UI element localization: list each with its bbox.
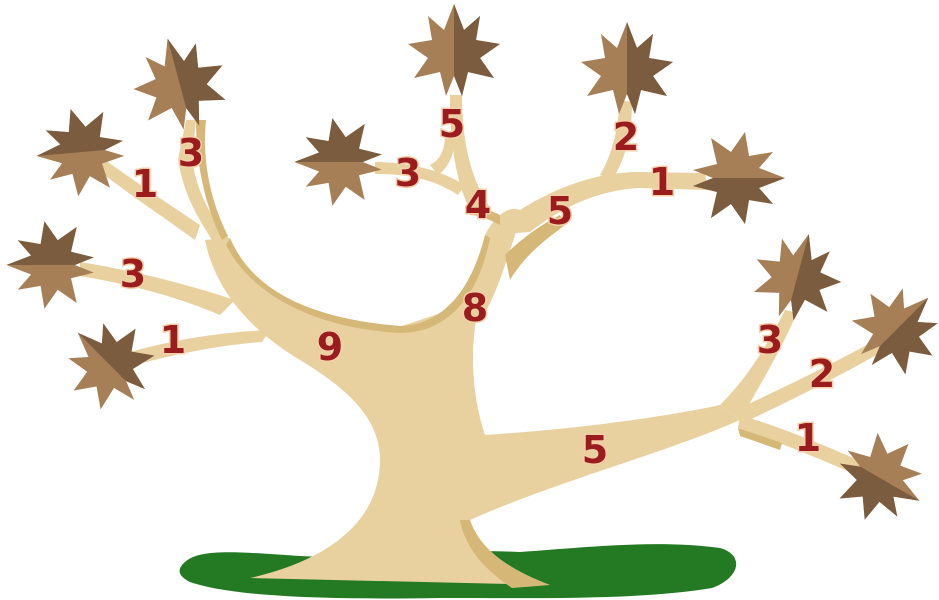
- leaf-left-top: [123, 27, 236, 140]
- label-top-right-side: 1: [649, 160, 675, 204]
- leaf-top-center: [408, 4, 500, 96]
- label-top-left-small: 3: [395, 151, 421, 195]
- label-right-upper-center: 4: [465, 183, 491, 227]
- label-left-lower: 1: [160, 318, 186, 362]
- label-left-upper-side: 1: [132, 162, 158, 206]
- label-right-fork-mid: 2: [809, 352, 835, 396]
- label-top-right-upper: 2: [613, 115, 639, 159]
- leaf-left-lower: [47, 302, 171, 426]
- label-trunk-left: 9: [317, 325, 343, 369]
- label-trunk-center: 8: [462, 286, 488, 330]
- leaf-center-left: [294, 118, 381, 205]
- label-right-fork-top: 3: [757, 318, 783, 362]
- leaf-top-right: [581, 22, 673, 114]
- leaf-right-fork-low: [822, 419, 939, 538]
- leaf-right-fork-mid: [836, 267, 939, 391]
- leaf-left-upper: [33, 105, 128, 200]
- label-left-middle: 3: [120, 252, 146, 296]
- label-left-upper-top: 3: [178, 131, 204, 175]
- label-right-upper-mid: 5: [547, 189, 573, 233]
- leaf-right-upper: [693, 132, 785, 224]
- label-top-center: 5: [439, 102, 465, 146]
- leaf-right-fork-top: [744, 223, 851, 330]
- label-right-fork-low: 1: [795, 416, 821, 460]
- label-right-main: 5: [582, 428, 608, 472]
